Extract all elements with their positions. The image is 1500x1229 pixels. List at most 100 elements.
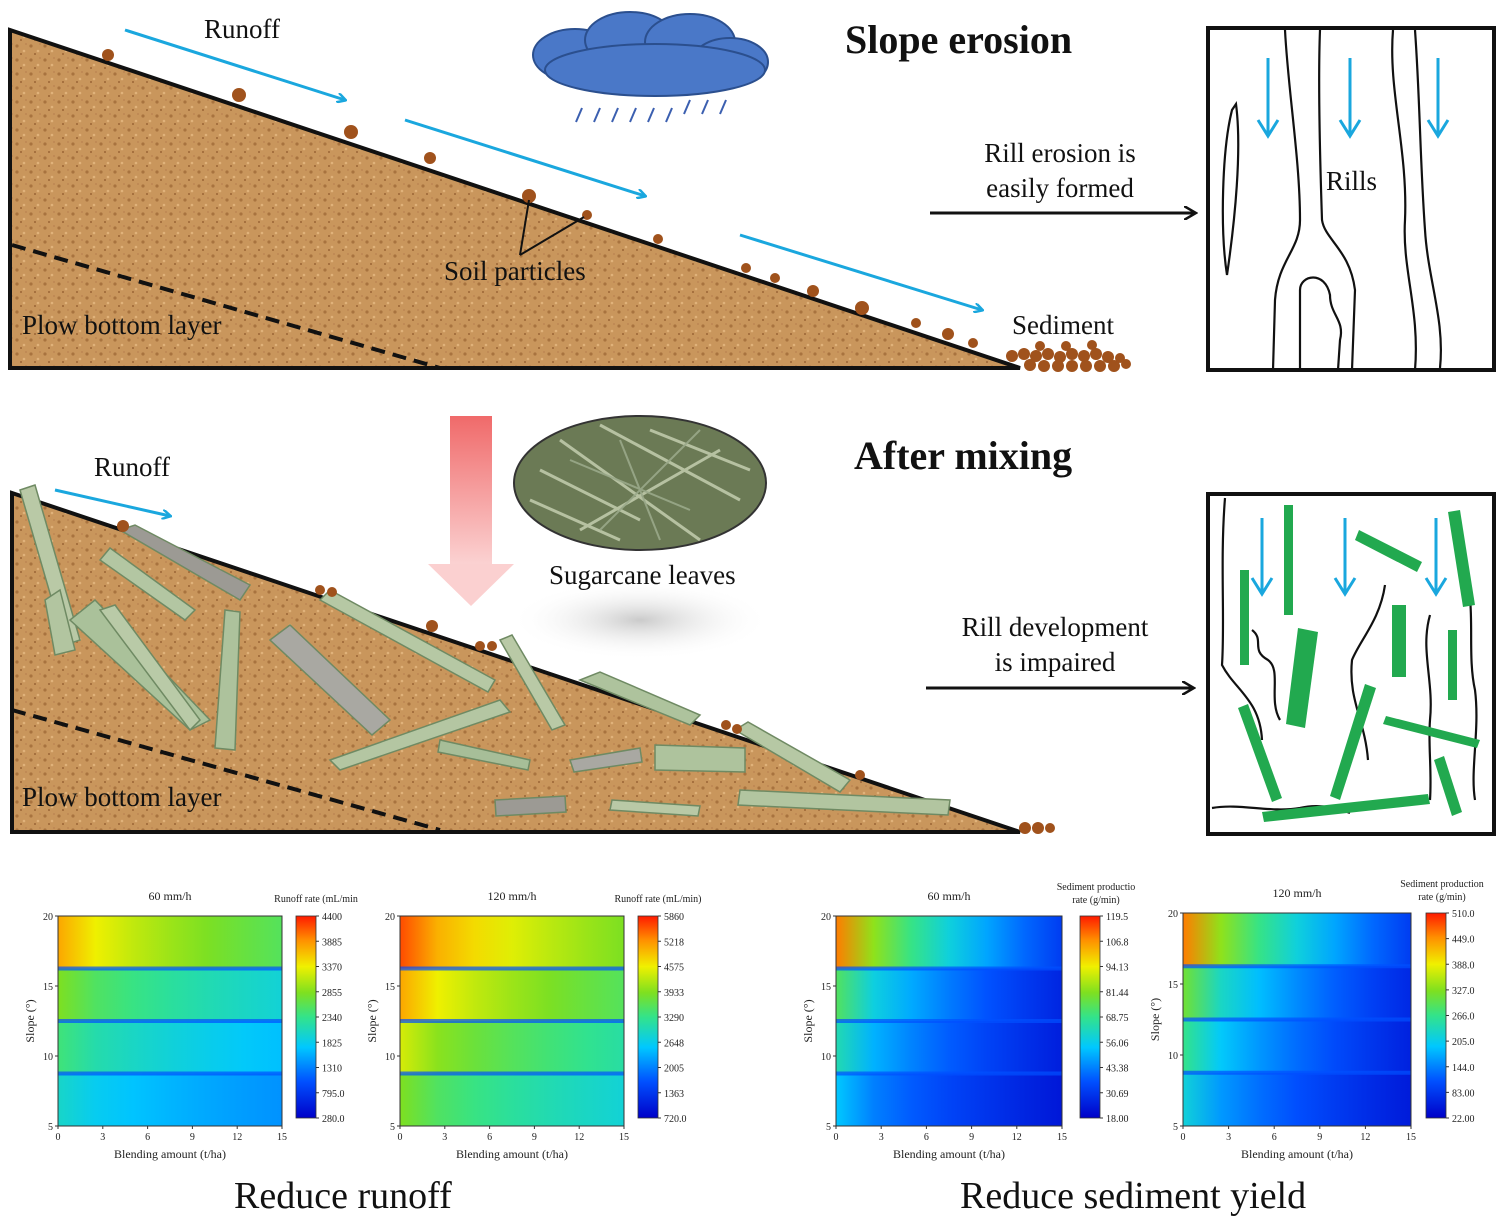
y-tick-label: 10 <box>1168 1051 1178 1062</box>
sugarcane-shadow <box>510 580 770 660</box>
rill-erosion-note-line1: Rill erosion is <box>984 138 1136 168</box>
y-tick-label: 10 <box>385 1052 395 1063</box>
colorbar <box>1079 915 1101 1119</box>
heatmap-band-divider <box>58 1071 282 1076</box>
colorbar-tick-label: 68.75 <box>1106 1013 1129 1024</box>
heatmap-frame <box>835 915 1063 1127</box>
x-tick-label: 12 <box>574 1132 584 1143</box>
colorbar-tick-label: 4575 <box>664 963 684 974</box>
middle-plow-bottom-line <box>11 708 441 832</box>
soil-particles-label: Soil particles <box>444 256 586 286</box>
top-sediment-pile <box>1006 340 1131 372</box>
heatmap-frame <box>399 915 625 1127</box>
colorbar-tick-label: 83.00 <box>1452 1088 1475 1099</box>
slope-erosion-title: Slope erosion <box>845 17 1073 62</box>
sugarcane-leaves-photo <box>513 415 767 551</box>
y-tick-label: 20 <box>821 912 831 923</box>
top-soil-wedge <box>8 27 1021 370</box>
colorbar-title-line2: rate (g/min) <box>1418 892 1465 903</box>
heatmap-y-axis-label: Slope (°) <box>801 999 815 1042</box>
y-tick-label: 10 <box>821 1052 831 1063</box>
colorbar-tick-label: 510.0 <box>1452 909 1475 920</box>
middle-plow-layer-label: Plow bottom layer <box>22 782 222 812</box>
rill-impaired-note-line1: Rill development <box>961 612 1149 642</box>
colorbar <box>1425 912 1447 1119</box>
after-mixing-title: After mixing <box>854 433 1073 478</box>
heatmap-frame <box>57 915 283 1127</box>
x-tick-label: 9 <box>1317 1132 1322 1143</box>
colorbar-tick-label: 81.44 <box>1106 988 1129 999</box>
colorbar-tick-label: 3370 <box>322 963 342 974</box>
reduce-sediment-caption: Reduce sediment yield <box>960 1175 1307 1217</box>
heatmap-band-divider <box>1183 964 1411 969</box>
heatmap-band-divider <box>1183 1070 1411 1075</box>
impaired-rills-sketch-box <box>1206 492 1496 836</box>
x-tick-label: 15 <box>619 1132 629 1143</box>
colorbar-tick-label: 1825 <box>322 1038 342 1049</box>
top-runoff-label: Runoff <box>204 14 281 44</box>
reduce-runoff-caption: Reduce runoff <box>234 1175 452 1217</box>
heatmap-band <box>400 1073 624 1127</box>
x-tick-label: 15 <box>1057 1132 1067 1143</box>
x-tick-label: 6 <box>487 1132 492 1143</box>
heatmap-band-divider <box>58 1019 282 1023</box>
heatmap-x-axis-label: Blending amount (t/ha) <box>1241 1147 1353 1161</box>
x-tick-label: 3 <box>879 1132 884 1143</box>
heatmap-band <box>836 1021 1062 1074</box>
heatmap-band-divider <box>400 966 624 971</box>
heatmap-frame <box>1182 912 1412 1127</box>
heatmap-y-axis-label: Slope (°) <box>365 999 379 1042</box>
x-tick-label: 9 <box>532 1132 537 1143</box>
rain-cloud-icon <box>532 11 769 123</box>
colorbar-tick-label: 327.0 <box>1452 986 1475 997</box>
heatmap-band <box>836 1073 1062 1127</box>
heatmap-band <box>58 916 282 969</box>
heatmap-band-divider <box>1183 1017 1411 1022</box>
colorbar-tick-label: 94.13 <box>1106 963 1129 974</box>
x-tick-label: 0 <box>398 1132 403 1143</box>
middle-soil-particles <box>117 520 1055 834</box>
x-tick-label: 9 <box>969 1132 974 1143</box>
x-tick-label: 12 <box>232 1132 242 1143</box>
colorbar-tick-label: 3885 <box>322 937 342 948</box>
colorbar-tick-label: 30.69 <box>1106 1089 1129 1100</box>
heatmap-y-axis-label: Slope (°) <box>1148 998 1162 1041</box>
colorbar-tick-label: 2648 <box>664 1038 684 1049</box>
heatmap-band-divider <box>400 1019 624 1023</box>
x-tick-label: 6 <box>145 1132 150 1143</box>
heatmap-band-divider <box>836 1071 1062 1076</box>
transfer-arrow-shaft <box>450 416 492 566</box>
rills-label: Rills <box>1326 166 1378 196</box>
colorbar-title-line2: rate (g/min) <box>1072 895 1119 906</box>
heatmap-band <box>400 916 624 969</box>
colorbar-tick-label: 4400 <box>322 912 342 923</box>
sugarcane-leaves-label: Sugarcane leaves <box>549 560 736 590</box>
colorbar-title: Sediment production <box>1400 879 1484 890</box>
y-tick-label: 15 <box>1168 980 1178 991</box>
colorbar-tick-label: 205.0 <box>1452 1037 1475 1048</box>
x-tick-label: 12 <box>1012 1132 1022 1143</box>
x-tick-label: 6 <box>924 1132 929 1143</box>
y-tick-label: 15 <box>43 982 53 993</box>
heatmap-band-divider <box>836 966 1062 971</box>
x-tick-label: 3 <box>442 1132 447 1143</box>
colorbar-tick-label: 1363 <box>664 1089 684 1100</box>
colorbar-tick-label: 795.0 <box>322 1089 345 1100</box>
y-tick-label: 5 <box>1173 1122 1178 1133</box>
colorbar-tick-label: 2340 <box>322 1013 342 1024</box>
top-plow-bottom-line <box>11 243 441 370</box>
colorbar-tick-label: 22.00 <box>1452 1114 1475 1125</box>
colorbar-tick-label: 43.38 <box>1106 1064 1129 1075</box>
colorbar-tick-label: 5218 <box>664 937 684 948</box>
colorbar-title: Runoff rate (mL/min) <box>614 894 701 905</box>
heatmap-band <box>58 968 282 1022</box>
heatmap-band <box>1183 1019 1411 1074</box>
colorbar-tick-label: 2005 <box>664 1064 684 1075</box>
colorbar <box>295 915 317 1119</box>
sediment-label: Sediment <box>1012 310 1114 340</box>
colorbar-tick-label: 18.00 <box>1106 1114 1129 1125</box>
middle-runoff-label: Runoff <box>94 452 171 482</box>
